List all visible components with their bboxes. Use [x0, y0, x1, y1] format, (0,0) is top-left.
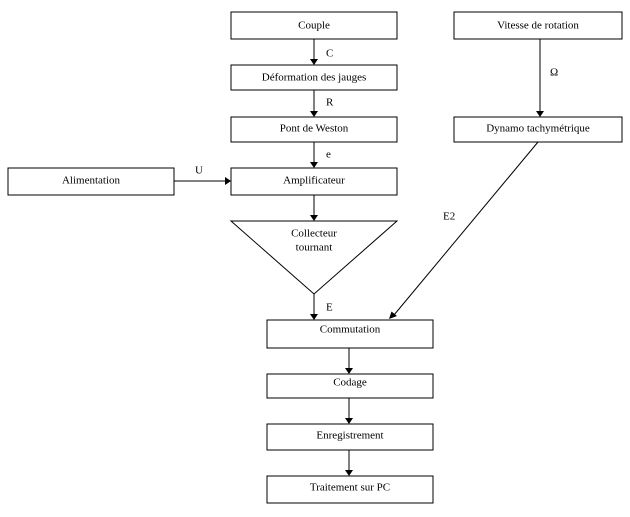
edge-label-c: C [326, 48, 333, 60]
edge-label-u: U [195, 165, 203, 177]
node-dynamo: Dynamo tachymétrique [453, 116, 623, 143]
node-collecteur-label-1: Collecteur [291, 228, 337, 240]
edge-label-e-small: e [326, 149, 331, 161]
edge-pont-amplificateur [310, 142, 318, 168]
node-pont: Pont de Weston [230, 116, 398, 143]
node-vitesse: Vitesse de rotation [453, 11, 623, 40]
node-codage-label: Codage [333, 377, 367, 389]
edge-collecteur-commutation [310, 294, 318, 320]
node-commutation-label: Commutation [320, 324, 381, 336]
node-alimentation-label: Alimentation [62, 175, 121, 187]
node-dynamo-label: Dynamo tachymétrique [486, 123, 590, 135]
node-codage: Codage [266, 373, 434, 399]
node-enregistrement: Enregistrement [266, 423, 434, 451]
edge-couple-deformation [310, 39, 318, 65]
node-traitement-label: Traitement sur PC [310, 482, 390, 494]
node-commutation: Commutation [266, 319, 434, 349]
node-pont-label: Pont de Weston [280, 123, 349, 135]
node-couple: Couple [230, 11, 398, 40]
edge-alimentation-amplificateur [174, 177, 231, 185]
edge-label-e2: E2 [443, 211, 455, 223]
node-traitement: Traitement sur PC [266, 475, 434, 504]
edge-vitesse-dynamo [536, 39, 544, 117]
edge-label-e-big: E [326, 302, 333, 314]
node-collecteur-label-2: tournant [296, 242, 333, 254]
edge-dynamo-commutation [389, 141, 539, 319]
node-amplificateur: Amplificateur [230, 167, 398, 196]
edge-enregistrement-traitement [345, 450, 353, 476]
edge-label-omega: Ω [550, 67, 558, 79]
node-couple-label: Couple [298, 20, 330, 32]
node-amplificateur-label: Amplificateur [283, 175, 345, 187]
node-enregistrement-label: Enregistrement [316, 430, 383, 442]
edge-deformation-pont [310, 90, 318, 117]
edge-amplificateur-collecteur [310, 195, 318, 221]
node-deformation-label: Déformation des jauges [262, 72, 366, 84]
node-collecteur: Collecteur tournant [229, 220, 399, 295]
edge-label-r: R [326, 97, 334, 109]
node-deformation: Déformation des jauges [230, 64, 398, 91]
edge-codage-enregistrement [345, 398, 353, 424]
node-alimentation: Alimentation [7, 167, 175, 196]
node-vitesse-label: Vitesse de rotation [497, 20, 579, 32]
edge-commutation-codage [345, 348, 353, 374]
